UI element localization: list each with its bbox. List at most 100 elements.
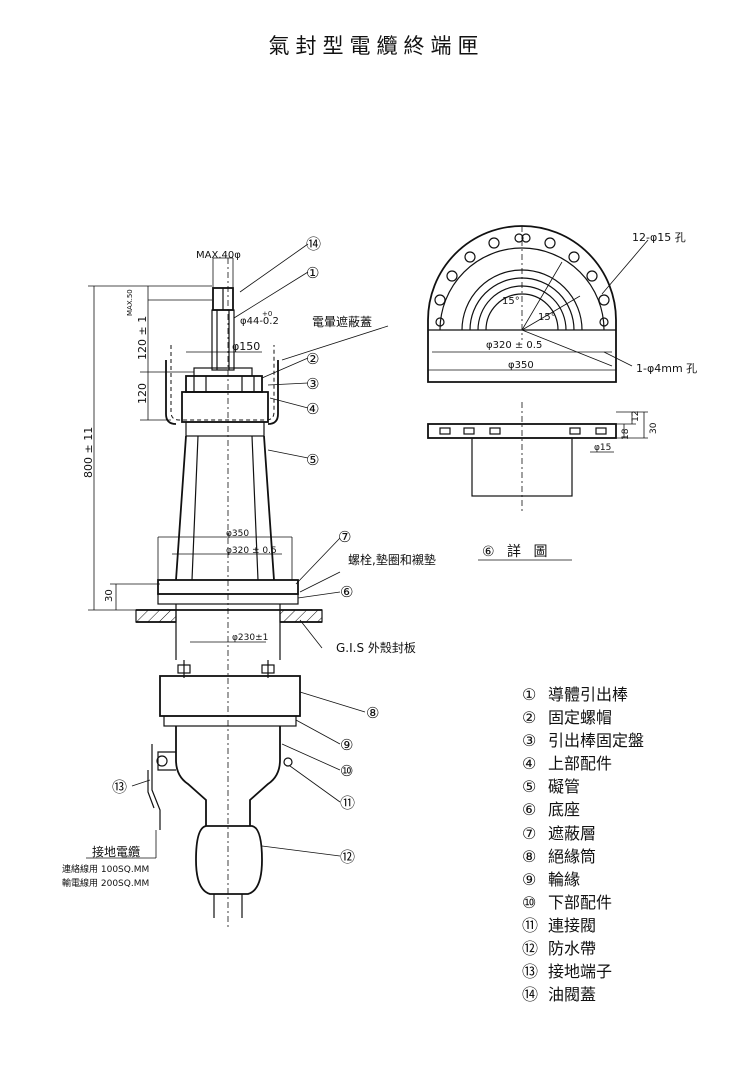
flange-ring xyxy=(163,715,297,727)
legend-item: ⑩ 下部配件 xyxy=(522,891,747,914)
legend-number: ⑤ xyxy=(522,777,537,797)
callout-11: ⑪ xyxy=(340,794,355,812)
label-dim30: 30 xyxy=(104,589,115,602)
label-angle15b: 15° xyxy=(538,312,556,323)
legend-label: 礙管 xyxy=(548,777,581,797)
legend-label: 防水帶 xyxy=(548,939,597,959)
ground-terminal xyxy=(157,751,176,771)
legend-number: ① xyxy=(522,685,537,704)
legend-label: 絕緣筒 xyxy=(548,846,597,866)
label-d350-main: φ350 xyxy=(226,529,249,539)
label-ground-line1: 連絡線用 100SQ.MM xyxy=(62,863,149,875)
legend-label: 引出棒固定盤 xyxy=(548,731,645,751)
legend-item: ⑧ 絕緣筒 xyxy=(522,845,747,868)
callout-8: ⑧ xyxy=(366,704,379,722)
lower-fitting xyxy=(175,726,281,826)
legend-number: ⑪ xyxy=(522,915,539,935)
label-d150: φ150 xyxy=(232,340,260,353)
legend-item: ⑪ 連接閥 xyxy=(522,914,747,937)
legend-label: 底座 xyxy=(548,800,581,820)
legend-label: 下部配件 xyxy=(548,892,613,912)
legend-item: ③ 引出棒固定盤 xyxy=(522,729,747,752)
callout-5: ⑤ xyxy=(306,451,319,469)
label-dim18: 18 xyxy=(621,428,631,440)
callout-13: ⑬ xyxy=(112,778,127,796)
legend-label: 接地端子 xyxy=(548,962,613,982)
label-angle15a: 15° xyxy=(502,296,520,307)
label-d320-detail: φ320 ± 0.5 xyxy=(486,340,542,351)
legend-label: 油閥蓋 xyxy=(548,985,597,1005)
callout-1: ① xyxy=(306,264,319,282)
legend-number: ③ xyxy=(522,731,537,751)
label-d44: φ44-0.2 xyxy=(240,316,279,327)
detail-6-drawing xyxy=(427,225,649,561)
label-max40: MAX.40φ xyxy=(196,250,241,261)
drawing-title: 氣封型電纜終端匣 xyxy=(268,34,485,58)
legend-item: ④ 上部配件 xyxy=(522,752,747,775)
legend-number: ⑥ xyxy=(522,800,537,820)
legend-item: ⑬ 接地端子 xyxy=(522,960,747,983)
leader-lines xyxy=(86,243,389,859)
label-d15: φ15 xyxy=(594,443,611,453)
conductor-rod xyxy=(211,309,235,371)
legend-item: ⑦ 遮蔽層 xyxy=(522,822,747,845)
legend-number: ⑦ xyxy=(522,823,537,843)
legend-number: ② xyxy=(522,708,537,728)
legend-item: ⑭ 油閥蓋 xyxy=(522,983,747,1006)
corona-shield-cover xyxy=(170,345,275,421)
dimension-labels: MAX.40φ MAX.50 +0 φ44-0.2 φ150 120 ± 1 1… xyxy=(62,231,697,889)
main-assembly xyxy=(88,257,323,930)
label-shield-cover: 電暈遮蔽蓋 xyxy=(312,314,372,329)
callout-9: ⑨ xyxy=(340,736,353,754)
callout-2: ② xyxy=(306,350,319,368)
label-detail6: ⑥ 詳 圖 xyxy=(482,544,551,560)
callout-4: ④ xyxy=(306,400,319,418)
label-ground-line2: 輸電線用 200SQ.MM xyxy=(62,877,149,889)
label-d230: φ230±1 xyxy=(232,633,268,643)
legend-label: 連接閥 xyxy=(548,915,597,935)
legend-number: ⑬ xyxy=(522,962,539,982)
label-gis-plate: G.I.S 外殼封板 xyxy=(336,641,416,655)
legend-label: 導體引出棒 xyxy=(548,685,629,704)
legend-label: 上部配件 xyxy=(548,754,613,774)
label-dim30b: 30 xyxy=(649,422,659,434)
label-dim120a: 120 ± 1 xyxy=(136,316,149,360)
label-hole4: 1-φ4mm 孔 xyxy=(636,362,697,375)
legend-item: ⑥ 底座 xyxy=(522,798,747,821)
label-d44-tol: +0 xyxy=(262,310,272,318)
label-d320-main: φ320 ± 0.5 xyxy=(226,546,277,556)
legend-label: 輪緣 xyxy=(548,869,581,889)
connection-valve xyxy=(283,757,293,767)
legend-item: ⑤ 礙管 xyxy=(522,775,747,798)
legend-label: 固定螺帽 xyxy=(548,708,613,728)
label-ground-title: 接地電纜 xyxy=(92,844,140,859)
label-dim12: 12 xyxy=(631,411,641,422)
legend-number: ⑩ xyxy=(522,892,537,912)
fixing-nut xyxy=(193,367,253,377)
legend-number: ⑭ xyxy=(522,985,539,1005)
callout-10: ⑩ xyxy=(340,762,353,780)
legend-item: ① 導體引出棒 xyxy=(522,683,747,706)
callout-3: ③ xyxy=(306,375,319,393)
porcelain-bushing xyxy=(175,435,275,581)
label-max50: MAX.50 xyxy=(126,289,134,316)
callout-6: ⑥ xyxy=(340,583,353,601)
legend-number: ④ xyxy=(522,754,537,774)
legend-number: ⑧ xyxy=(522,846,537,866)
insulating-cylinder xyxy=(159,675,301,717)
callout-12: ⑫ xyxy=(340,848,355,866)
legend-number: ⑨ xyxy=(522,869,537,889)
callout-numbers: ⑭ ① ② ③ ④ ⑤ ⑦ ⑥ ⑧ ⑨ ⑩ ⑪ ⑫ ⑬ xyxy=(112,235,379,866)
waterproof-tape xyxy=(195,825,263,895)
detail-flange-plan xyxy=(427,225,617,383)
label-d350-detail: φ350 xyxy=(508,360,534,371)
label-bolt-gasket: 螺栓,墊圈和襯墊 xyxy=(348,552,436,567)
callout-7: ⑦ xyxy=(338,528,351,546)
callout-14: ⑭ xyxy=(306,235,321,253)
label-dim120b: 120 xyxy=(136,383,149,404)
legend-item: ⑨ 輪緣 xyxy=(522,868,747,891)
legend-label: 遮蔽層 xyxy=(548,823,597,843)
label-holes12: 12-φ15 孔 xyxy=(632,231,686,244)
